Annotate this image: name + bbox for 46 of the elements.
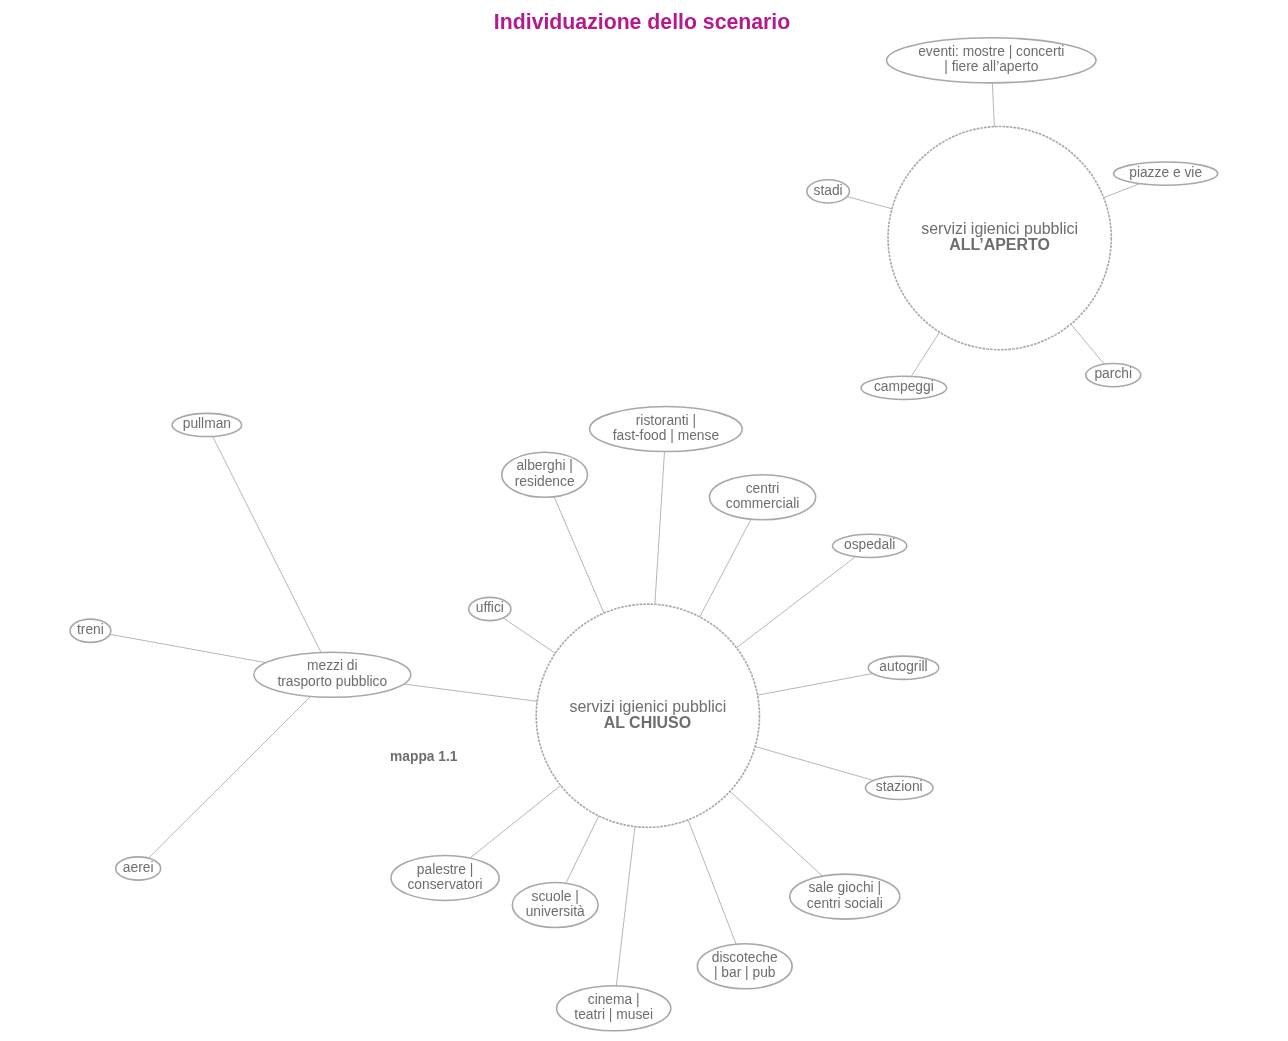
connector xyxy=(736,556,856,649)
node-ellipse: discoteche | bar | pub xyxy=(696,943,793,990)
node-ellipse: alberghi | residence xyxy=(500,451,589,499)
connector xyxy=(757,673,874,696)
connector xyxy=(754,746,874,781)
node-ellipse: sale giochi | centri sociali xyxy=(789,873,901,920)
connector xyxy=(553,496,605,614)
node-circle: servizi igienici pubblici ALL’APERTO xyxy=(887,125,1113,351)
node-ellipse: pullman xyxy=(171,412,243,438)
label: mappa 1.1 xyxy=(390,747,458,764)
node-ellipse: cinema | teatri | musei xyxy=(555,985,672,1032)
connector xyxy=(687,819,737,945)
node-circle: servizi igienici pubblici AL CHIUSO xyxy=(535,603,761,829)
connector xyxy=(212,436,322,653)
node-ellipse: mezzi di trasporto pubblico xyxy=(253,651,412,699)
connector xyxy=(1103,183,1140,199)
node-ellipse: palestre | conservatori xyxy=(390,854,500,902)
diagram-title: Individuazione dello scenario xyxy=(493,9,791,34)
node-ellipse: ospedali xyxy=(831,533,908,559)
node-ellipse: scuole | università xyxy=(511,881,599,929)
node-ellipse: piazze e vie xyxy=(1112,161,1219,186)
connector xyxy=(991,82,995,127)
connector xyxy=(469,785,562,859)
connector xyxy=(1070,323,1105,365)
connector xyxy=(148,696,311,859)
connector xyxy=(846,196,893,210)
connector xyxy=(565,815,600,884)
node-ellipse: parchi xyxy=(1084,362,1142,388)
node-ellipse: stazioni xyxy=(864,775,934,801)
node-ellipse: autogrill xyxy=(867,655,940,681)
connector xyxy=(699,518,752,618)
node-ellipse: treni xyxy=(69,618,112,644)
node-ellipse: stadi xyxy=(806,178,851,204)
node-ellipse: campeggi xyxy=(860,375,948,401)
connector xyxy=(502,617,556,654)
node-ellipse: eventi: mostre | concerti | fiere all’aperto xyxy=(885,37,1097,84)
connector xyxy=(109,633,267,664)
node-ellipse: ristoranti | fast-food | mense xyxy=(588,405,744,453)
node-ellipse: centri commerciali xyxy=(708,473,817,521)
connector xyxy=(615,826,636,987)
connector xyxy=(654,451,665,605)
connector xyxy=(910,331,940,377)
node-ellipse: aerei xyxy=(114,856,162,881)
connector xyxy=(729,790,823,877)
node-ellipse: uffici xyxy=(467,596,512,622)
connector xyxy=(403,683,538,702)
